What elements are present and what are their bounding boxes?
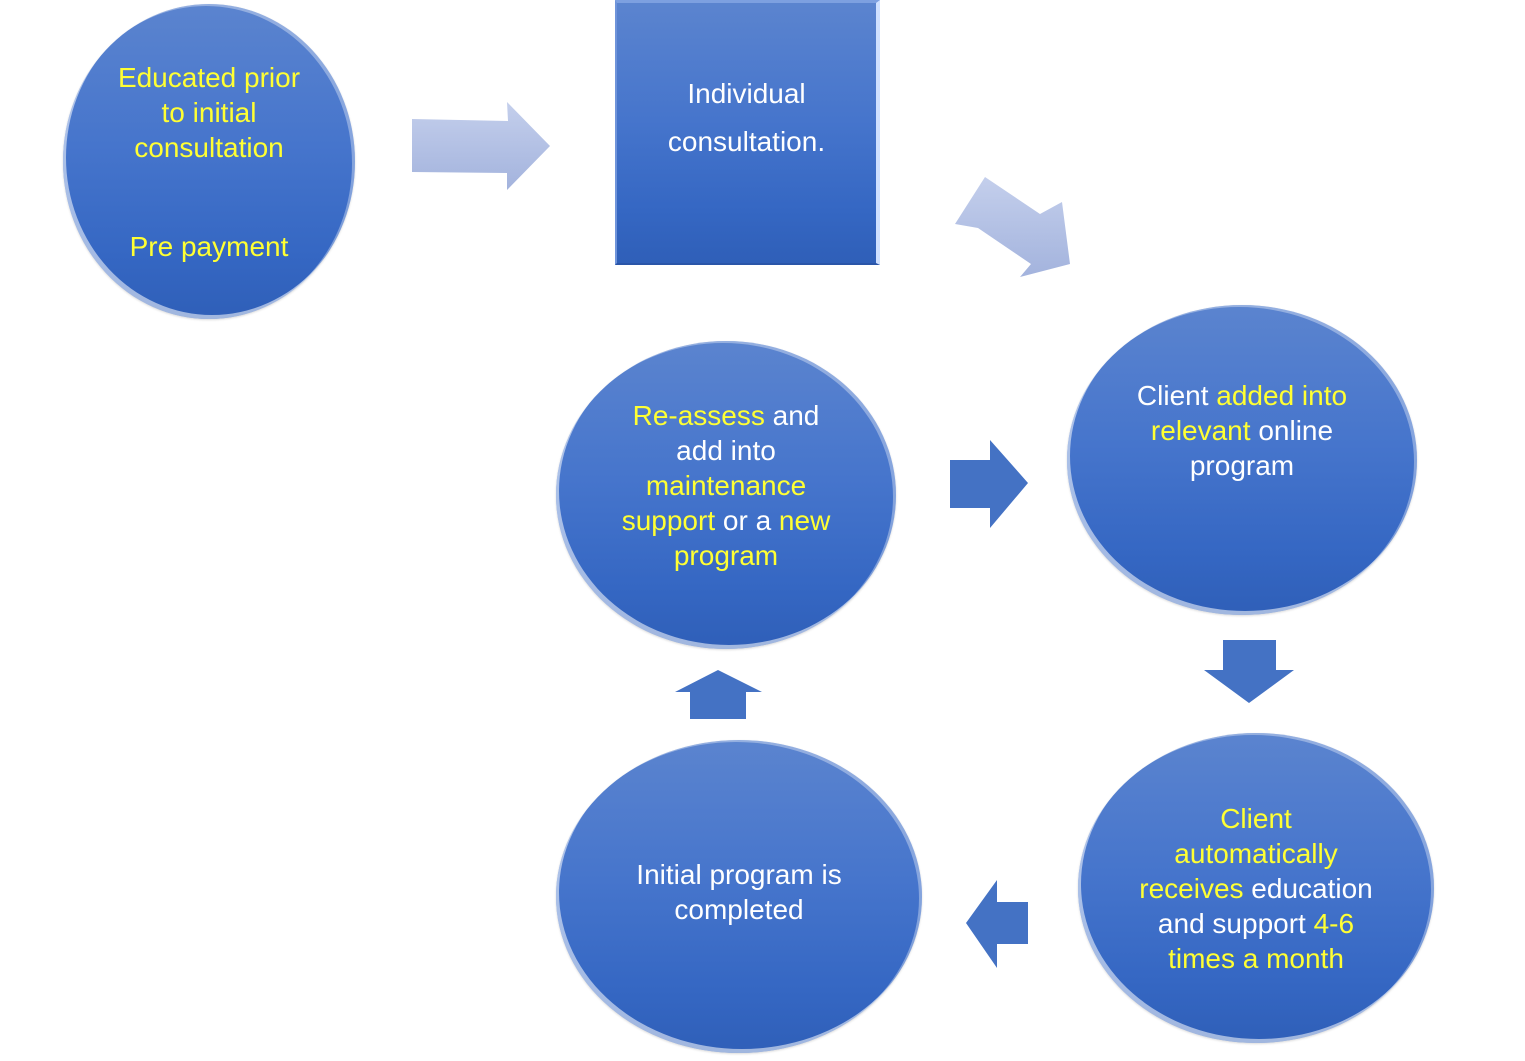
node-text-line: Individual bbox=[687, 70, 805, 118]
node-text-line: Pre payment bbox=[130, 229, 289, 264]
highlighted-text: Pre payment bbox=[129, 230, 289, 262]
arrow-left-to-completed bbox=[966, 880, 1028, 968]
node-text: education bbox=[1243, 872, 1373, 904]
node-text: or a bbox=[715, 504, 779, 536]
highlighted-text: to initial bbox=[161, 96, 257, 128]
node-text-line: Educated prior bbox=[118, 60, 300, 95]
node-text-line: program bbox=[674, 538, 778, 573]
arrow-down-right-to-program bbox=[955, 177, 1070, 277]
node-text-line: and support 4-6 bbox=[1158, 906, 1354, 941]
node-text-line: consultation. bbox=[668, 118, 825, 166]
node-text: Client bbox=[1136, 379, 1217, 411]
arrow-up-to-reassess bbox=[675, 670, 762, 719]
node-text-line: consultation bbox=[134, 130, 283, 165]
node-text-line: Client added into bbox=[1137, 378, 1347, 413]
node-text-line: support or a new bbox=[622, 503, 831, 538]
highlighted-text: support bbox=[621, 504, 716, 536]
node-text: Individual bbox=[687, 78, 806, 109]
highlighted-text: Client bbox=[1220, 802, 1292, 834]
node-text: and support bbox=[1157, 907, 1314, 939]
node-text-line: program bbox=[1190, 448, 1294, 483]
node-text: and bbox=[764, 399, 820, 431]
node-individual-consultation: Individual consultation. bbox=[615, 0, 880, 265]
node-text-line: to initial bbox=[162, 95, 257, 130]
highlighted-text: maintenance bbox=[645, 469, 807, 501]
highlighted-text: Re-assess bbox=[632, 399, 765, 431]
node-text: completed bbox=[674, 893, 804, 925]
highlighted-text: relevant bbox=[1150, 414, 1251, 446]
highlighted-text: Educated prior bbox=[117, 61, 301, 93]
node-text-line: Re-assess and bbox=[633, 398, 820, 433]
node-text-line: times a month bbox=[1168, 941, 1344, 976]
node-text-line: relevant online bbox=[1151, 413, 1333, 448]
arrow-right-to-program bbox=[950, 440, 1028, 528]
highlighted-text: added into bbox=[1216, 379, 1348, 411]
arrow-right-to-consultation bbox=[412, 102, 550, 190]
highlighted-text: automatically bbox=[1174, 837, 1338, 869]
highlighted-text: new bbox=[778, 504, 831, 536]
highlighted-text: receives bbox=[1139, 872, 1244, 904]
node-text-line: Initial program is bbox=[636, 857, 841, 892]
highlighted-text: 4-6 bbox=[1313, 907, 1355, 939]
node-text-line: receives education bbox=[1139, 871, 1372, 906]
node-text-line: add into bbox=[676, 433, 776, 468]
node-text-line: maintenance bbox=[646, 468, 806, 503]
highlighted-text: program bbox=[673, 539, 779, 571]
node-text-line: Client bbox=[1220, 801, 1292, 836]
node-text: program bbox=[1189, 449, 1295, 481]
highlighted-text: times a month bbox=[1168, 942, 1344, 974]
arrow-down-to-education bbox=[1204, 640, 1294, 703]
node-text: online bbox=[1250, 414, 1334, 446]
node-text: consultation. bbox=[667, 126, 826, 157]
node-text: Initial program is bbox=[636, 858, 842, 890]
node-text: add into bbox=[676, 434, 776, 466]
highlighted-text: consultation bbox=[134, 131, 284, 163]
node-text-line: completed bbox=[674, 892, 803, 927]
node-text-line: automatically bbox=[1174, 836, 1337, 871]
